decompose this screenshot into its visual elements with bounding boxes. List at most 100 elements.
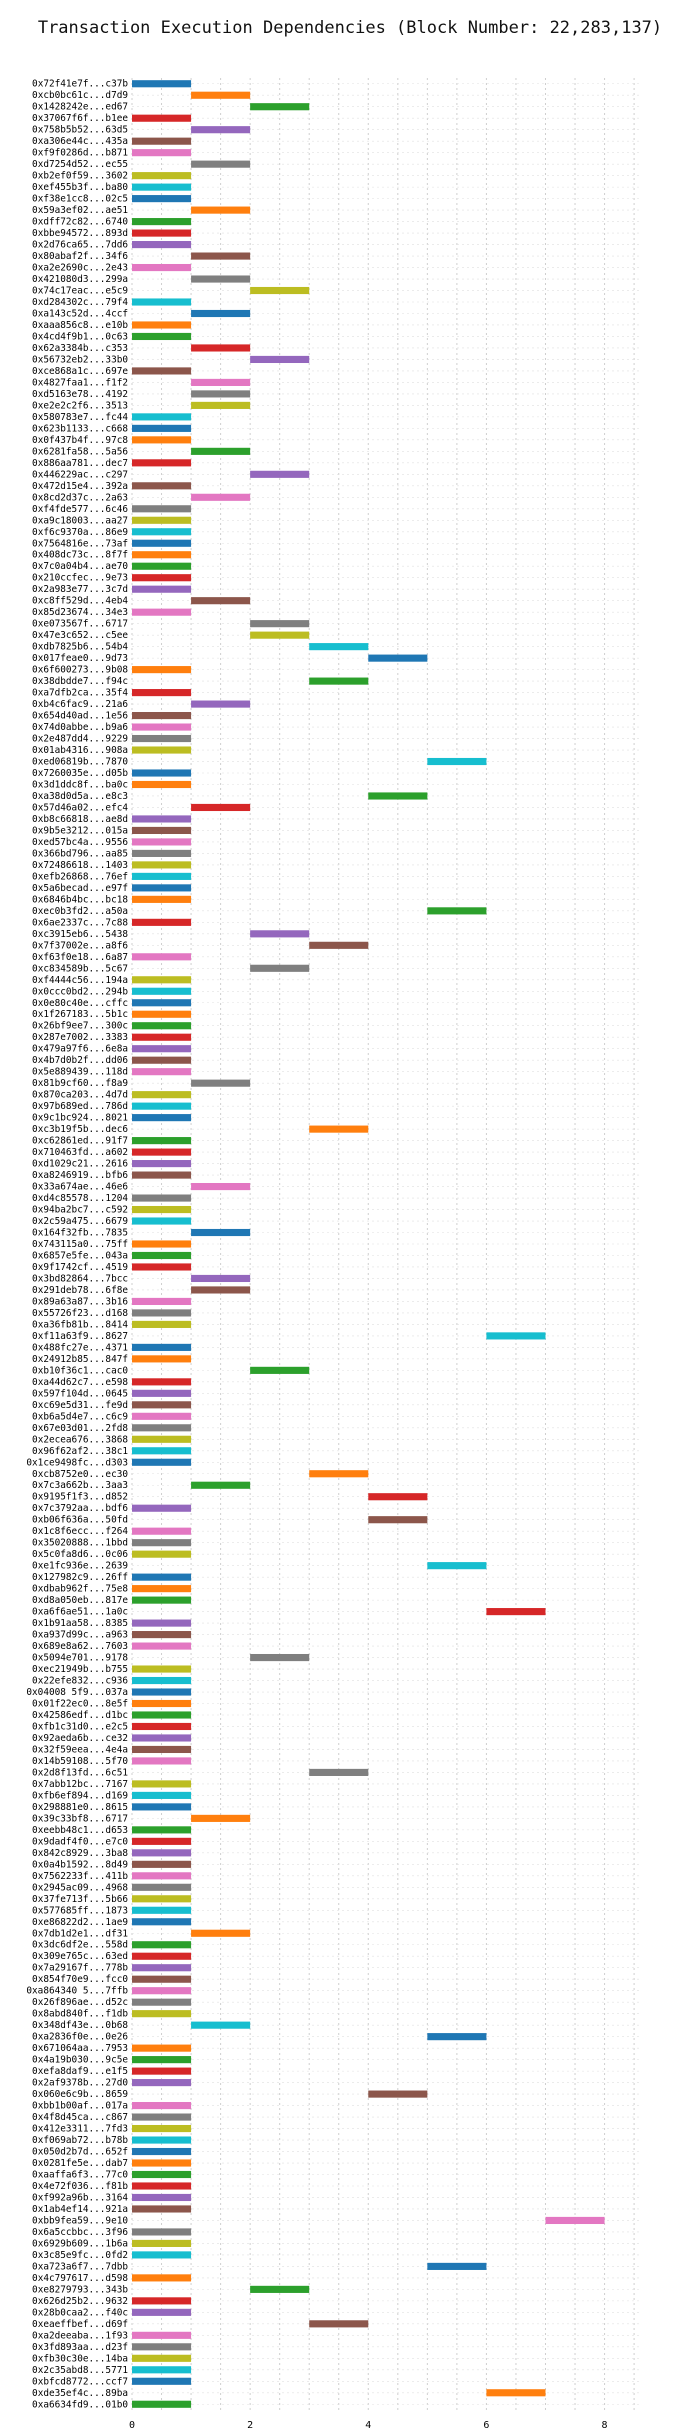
transaction-bar [191,700,251,708]
transaction-bar [132,332,192,341]
transaction-bar [368,792,428,800]
transaction-bar [132,2067,192,2075]
transaction-bar [132,1171,192,1179]
y-tick-label: 0x9195f1f3...d852 [32,1492,128,1503]
y-tick-label: 0xb06f636a...50fd [32,1515,128,1526]
transaction-bar [132,505,192,513]
y-tick-label: 0x689e8a62...7603 [32,1641,128,1652]
y-tick-label: 0xefa8daf9...e1f5 [32,2066,128,2077]
x-tick-label: 2 [247,2420,253,2431]
transaction-bar [132,1412,192,1420]
transaction-bar [132,838,192,846]
transaction-bar [132,1045,192,1053]
y-tick-label: 0xb10f36c1...cac0 [32,1365,128,1376]
y-tick-label: 0xe8279793...343b [32,2284,128,2295]
y-tick-label: 0xefb26868...76ef [32,871,128,882]
transaction-bar [191,1228,251,1237]
y-tick-label: 0xa306e44c...435a [32,136,128,147]
y-tick-label: 0x1ab4ef14...921a [32,2204,128,2215]
transaction-bar [132,1343,192,1351]
y-tick-label: 0xb8c66818...ae8d [32,814,128,825]
y-tick-label: 0x6857e5fe...043a [32,1250,128,1261]
y-tick-label: 0x842c8929...3ba8 [32,1848,128,1859]
transaction-bar [132,1895,192,1903]
transaction-bar [132,2366,192,2374]
transaction-bar [132,2377,192,2385]
transaction-bar [250,286,310,295]
y-tick-label: 0x2c59a475...6679 [32,1216,128,1227]
y-tick-label: 0xaaa856c8...e10b [32,320,128,331]
y-tick-label: 0xbbe94572...893d [32,228,128,239]
transaction-bar [368,1516,428,1524]
transaction-bar [132,1217,192,1225]
y-tick-label: 0x6a5ccbbc...3f96 [32,2227,128,2238]
transaction-bar [132,895,192,903]
y-tick-label: 0x870ca203...4d7d [32,1090,128,1101]
y-tick-label: 0x1b91aa58...8385 [32,1618,128,1629]
transaction-bar [486,1608,546,1616]
transaction-bar [191,597,251,605]
transaction-bar [132,2113,192,2121]
y-tick-label: 0x0f437b4f...97c8 [32,435,128,446]
y-tick-label: 0x4827faa1...f1f2 [32,377,128,388]
transaction-bar [191,126,251,134]
y-tick-label: 0xf069ab72...b78b [32,2135,128,2146]
transaction-bar [309,941,369,949]
y-tick-label: 0x743115a0...75ff [32,1239,128,1250]
y-tick-label: 0x4c797617...d598 [32,2273,128,2284]
transaction-bar [132,1010,192,1018]
y-tick-label: 0x5a6becad...e97f [32,883,128,894]
transaction-bar [191,1481,251,1489]
y-tick-label: 0x42586edf...d1bc [32,1710,128,1721]
transaction-bar [132,815,192,823]
transaction-bar [132,551,192,559]
transaction-bar [132,826,192,835]
transaction-bar [132,459,192,467]
transaction-bar [250,470,310,478]
y-tick-label: 0xf4fde577...6c46 [32,504,128,515]
y-tick-label: 0xa2e2690c...2e43 [32,263,128,274]
transaction-bar [250,964,310,972]
y-tick-label: 0x348df43e...0b68 [32,2020,128,2031]
y-tick-label: 0xb2ef0f59...3602 [32,171,128,182]
y-tick-label: 0xa36fb81b...8414 [32,1319,128,1330]
y-tick-label: 0x2d8f13fd...6c51 [32,1767,128,1778]
y-tick-label: 0x854f70e9...fcc0 [32,1974,128,1985]
transaction-bar [132,1320,192,1328]
transaction-bar [132,1791,192,1799]
y-tick-label: 0x412e3311...7fd3 [32,2124,128,2135]
y-tick-label: 0xec0b3fd2...a50a [32,906,128,917]
y-tick-label: 0x4cd4f9b1...0c63 [32,331,128,342]
transaction-bar [486,2389,546,2397]
y-tick-label: 0x56732eb2...33b0 [32,354,128,365]
y-tick-label: 0x366bd796...aa85 [32,848,128,859]
transaction-bar [132,1722,192,1731]
transaction-bar [132,2297,192,2305]
y-tick-label: 0xde35ef4c...89ba [32,2388,128,2399]
transaction-bar [132,1447,192,1455]
transaction-bar [132,1263,192,1271]
y-tick-label: 0x6846b4bc...bc18 [32,894,128,905]
transaction-bar [309,643,369,651]
transaction-bar [132,2228,192,2236]
transaction-bar [191,378,251,386]
y-tick-label: 0x74c17eac...e5c9 [32,286,128,297]
transaction-bar [427,757,487,766]
transaction-bar [132,2136,192,2144]
transaction-bar [132,1688,192,1696]
y-tick-label: 0x94ba2bc7...c592 [32,1205,128,1216]
transaction-bar [132,2354,192,2362]
y-tick-label: 0x577685ff...1873 [32,1905,128,1916]
y-tick-label: 0xfb1c31d0...e2c5 [32,1721,128,1732]
transaction-bar [132,413,192,421]
transaction-bar [132,1309,192,1317]
chart-title: Transaction Execution Dependencies (Bloc… [37,18,663,38]
y-tick-label: 0x7c3792aa...bdf6 [32,1503,128,1514]
transaction-bar [132,1837,192,1845]
y-tick-label: 0xdff72c82...6740 [32,217,128,228]
transaction-bar [132,666,192,674]
y-tick-label: 0x0a4b1592...8d49 [32,1859,128,1870]
transaction-bar [132,1676,192,1685]
transaction-bar [132,608,192,616]
y-tick-label: 0x74d0abbe...b9a6 [32,722,128,733]
